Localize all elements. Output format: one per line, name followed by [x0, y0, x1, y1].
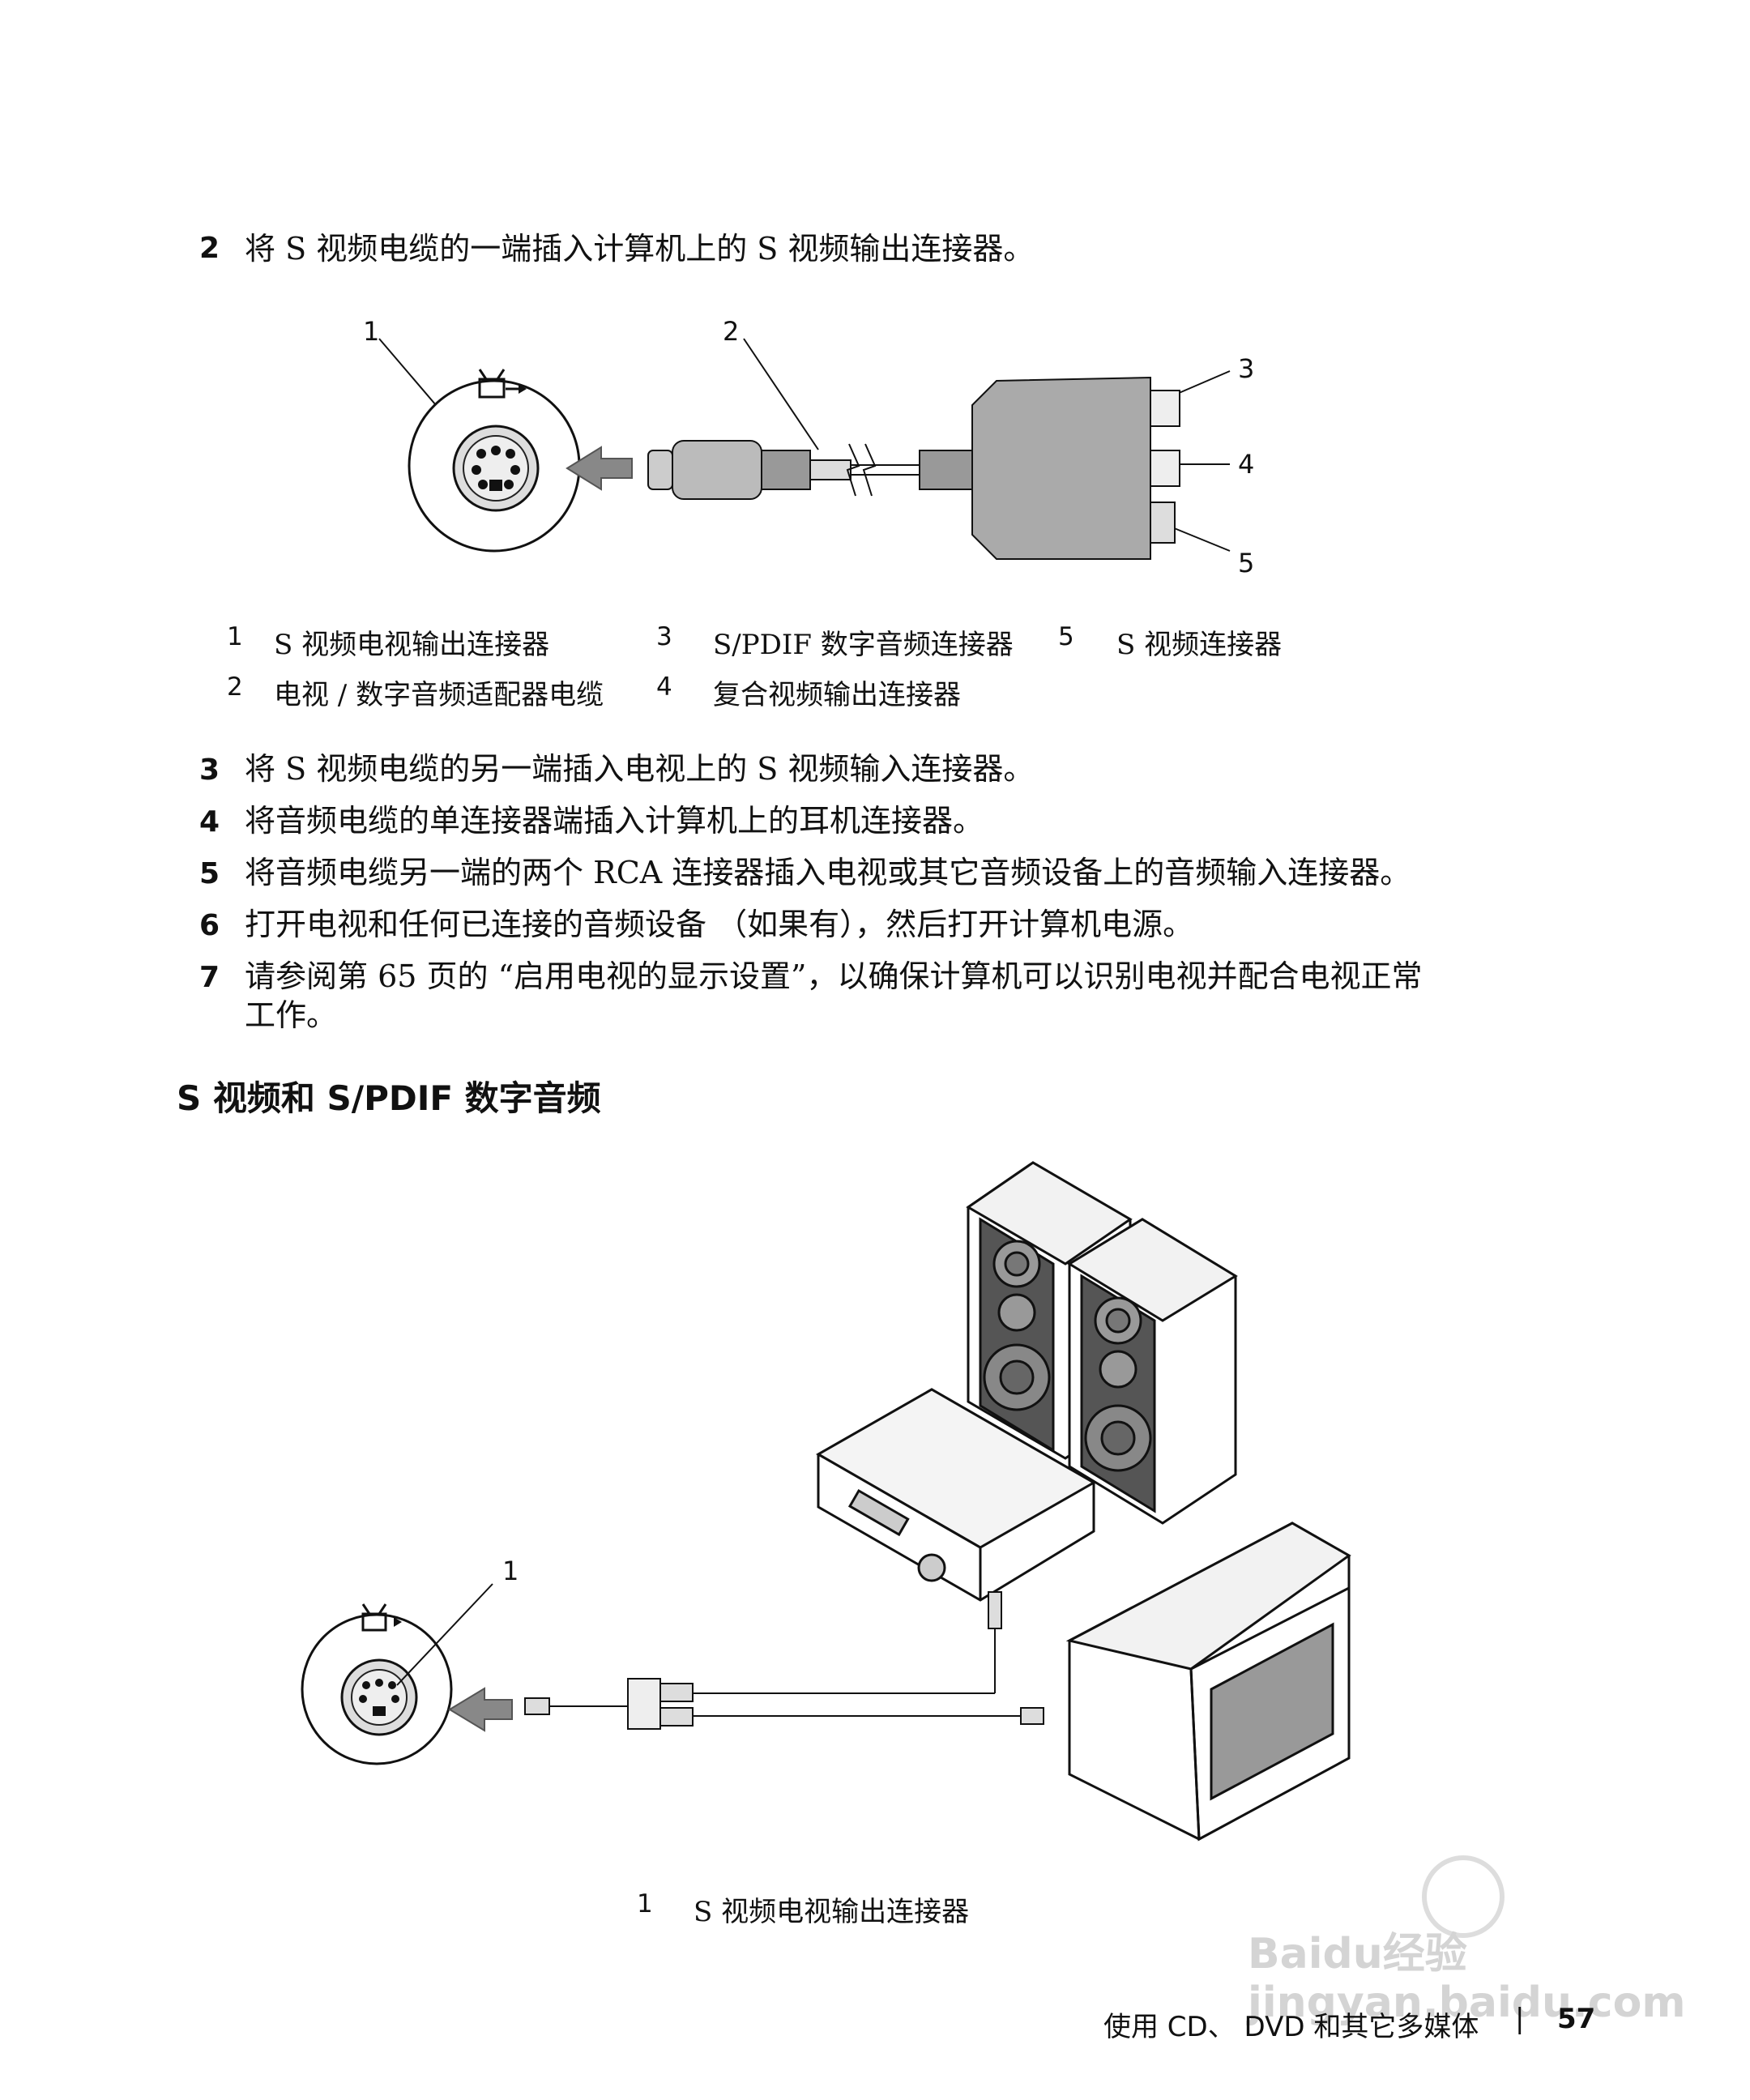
step-5-text: 将音频电缆另一端的两个 RCA 连接器插入电视或其它音频设备上的音频输入连接器。 — [245, 855, 1411, 890]
fig1-callout-1: 1 — [363, 316, 379, 347]
step-6-text: 打开电视和任何已连接的音频设备 （如果有），然后打开计算机电源。 — [245, 907, 1194, 942]
insert-arrow-icon-2 — [448, 1687, 513, 1732]
footer-chapter: 使用 CD、 DVD 和其它多媒体 — [1103, 2011, 1479, 2043]
section-heading: S 视频和 S/PDIF 数字音频 — [177, 1078, 601, 1118]
adapter-cable — [647, 376, 1180, 560]
fig1-legend-3-label: S/PDIF 数字音频连接器 — [713, 629, 1014, 661]
step-3-text: 将 S 视频电缆的另一端插入电视上的 S 视频输入连接器。 — [245, 751, 1035, 787]
fig2-callout-1: 1 — [502, 1556, 519, 1586]
fig1-legend-1-label: S 视频电视输出连接器 — [274, 629, 550, 661]
fig2-legend-1-num: 1 — [637, 1889, 653, 1919]
fig1-callout-4: 4 — [1238, 449, 1254, 480]
step-7-text: 请参阅第 65 页的 “启用电视的显示设置”，以确保计算机可以识别电视并配合电视… — [245, 958, 1423, 994]
step-7-number: 7 — [199, 961, 220, 994]
footer-page-number: 57 — [1557, 2003, 1596, 2035]
fig2-legend-1-label: S 视频电视输出连接器 — [694, 1896, 970, 1928]
step-5-number: 5 — [199, 857, 220, 890]
fig1-callout-5: 5 — [1238, 548, 1254, 578]
speakers-illustration — [966, 1161, 1238, 1525]
s-video-port-icon-2 — [301, 1603, 453, 1765]
fig1-legend-3-num: 3 — [656, 622, 672, 651]
insert-arrow-icon — [566, 446, 633, 491]
step-6-number: 6 — [199, 909, 220, 942]
step-2-number: 2 — [199, 232, 220, 265]
step-3-number: 3 — [199, 753, 220, 787]
fig1-legend-1-num: 1 — [227, 622, 243, 651]
fig1-legend-5-num: 5 — [1058, 622, 1074, 651]
fig1-legend-5-label: S 视频连接器 — [1116, 629, 1283, 661]
television-illustration — [1065, 1522, 1351, 1842]
audio-receiver-illustration — [815, 1388, 1097, 1602]
step-7-text-continued: 工作。 — [245, 997, 338, 1033]
fig1-callout-3: 3 — [1238, 353, 1254, 384]
watermark-text: Baidu经验 jingyan.baidu.com — [1248, 1930, 1686, 2027]
baidu-watermark: Baidu经验 jingyan.baidu.com — [1248, 1855, 1686, 2027]
footer-separator: | — [1515, 2003, 1525, 2035]
fig1-legend-2-num: 2 — [227, 672, 243, 702]
fig1-legend-4-num: 4 — [656, 672, 672, 702]
connection-cables — [524, 1591, 1044, 1730]
step-4-number: 4 — [199, 805, 220, 839]
fig1-callout-2: 2 — [723, 316, 739, 347]
step-2-text: 将 S 视频电缆的一端插入计算机上的 S 视频输出连接器。 — [245, 231, 1035, 267]
step-4-text: 将音频电缆的单连接器端插入计算机上的耳机连接器。 — [245, 803, 984, 839]
s-video-port-icon — [408, 369, 581, 553]
fig1-legend-4-label: 复合视频输出连接器 — [713, 679, 961, 711]
fig1-legend-2-label: 电视 / 数字音频适配器电缆 — [274, 679, 604, 711]
watermark-paw-icon — [1422, 1855, 1505, 1938]
